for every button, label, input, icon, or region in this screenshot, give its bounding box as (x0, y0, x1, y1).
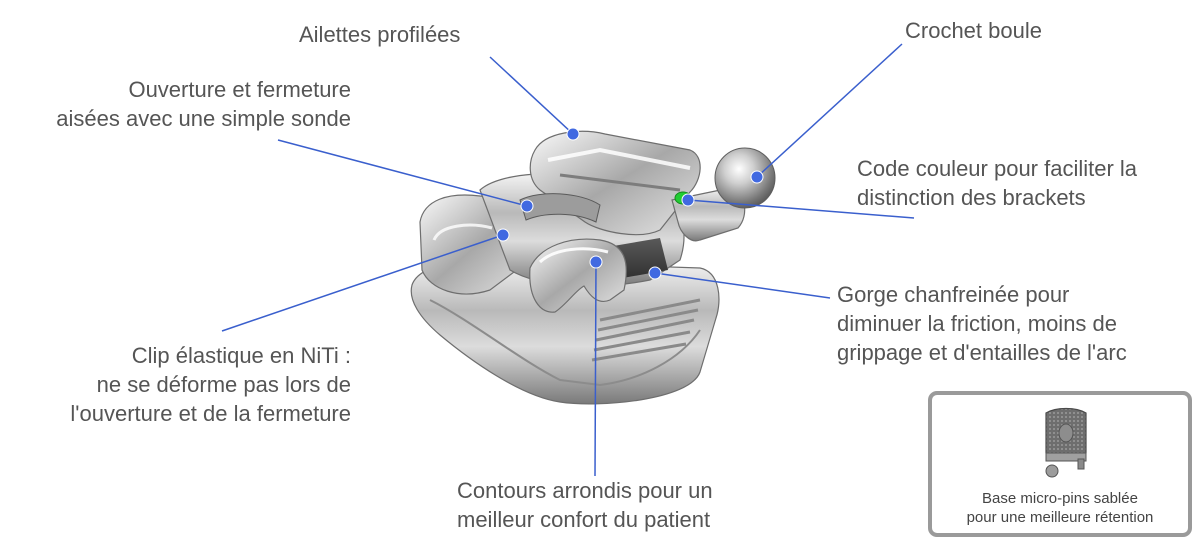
label-ouverture-line-2: aisées avec une simple sonde (56, 106, 351, 131)
inset-caption-line-1: Base micro-pins sablée (982, 490, 1138, 507)
label-contours-line-2: meilleur confort du patient (457, 507, 711, 532)
leader-lines (221, 43, 915, 477)
label-clip: Clip élastique en NiTi : ne se déforme p… (70, 341, 351, 428)
label-gorge-line-3: grippage et d'entailles de l'arc (837, 340, 1127, 365)
label-clip-line-1: Clip élastique en NiTi : (131, 343, 351, 368)
label-crochet-text: Crochet boule (905, 18, 1042, 43)
label-clip-line-2: ne se déforme pas lors de (96, 372, 351, 397)
base-pad-thumbnail (1045, 407, 1087, 478)
label-gorge-line-1: Gorge chanfreinée pour (837, 282, 1070, 307)
label-contours-line-1: Contours arrondis pour un (457, 478, 713, 503)
ball-hook (714, 147, 776, 209)
label-ailettes-text: Ailettes profilées (299, 22, 461, 47)
label-code-couleur: Code couleur pour faciliter la distincti… (857, 154, 1137, 212)
label-code-couleur-line-2: distinction des brackets (857, 185, 1086, 210)
label-ouverture: Ouverture et fermeture aisées avec une s… (56, 75, 351, 133)
label-gorge: Gorge chanfreinée pour diminuer la frict… (837, 280, 1127, 367)
leader-dots (496, 127, 764, 280)
inset-caption: Base micro-pins sablée pour une meilleur… (932, 489, 1188, 527)
label-gorge-line-2: diminuer la friction, moins de (837, 311, 1118, 336)
label-contours: Contours arrondis pour un meilleur confo… (457, 476, 713, 534)
base-micro-pins-inset: Base micro-pins sablée pour une meilleur… (928, 391, 1192, 537)
inset-caption-line-2: pour une meilleure rétention (966, 509, 1154, 526)
label-code-couleur-line-1: Code couleur pour faciliter la (857, 156, 1138, 181)
bracket-clip (519, 193, 601, 223)
label-ouverture-line-1: Ouverture et fermeture (128, 77, 351, 102)
label-ailettes: Ailettes profilées (299, 20, 460, 49)
bracket-front-wing (529, 238, 627, 313)
label-crochet: Crochet boule (905, 16, 1042, 45)
label-clip-line-3: l'ouverture et de la fermeture (70, 401, 351, 426)
